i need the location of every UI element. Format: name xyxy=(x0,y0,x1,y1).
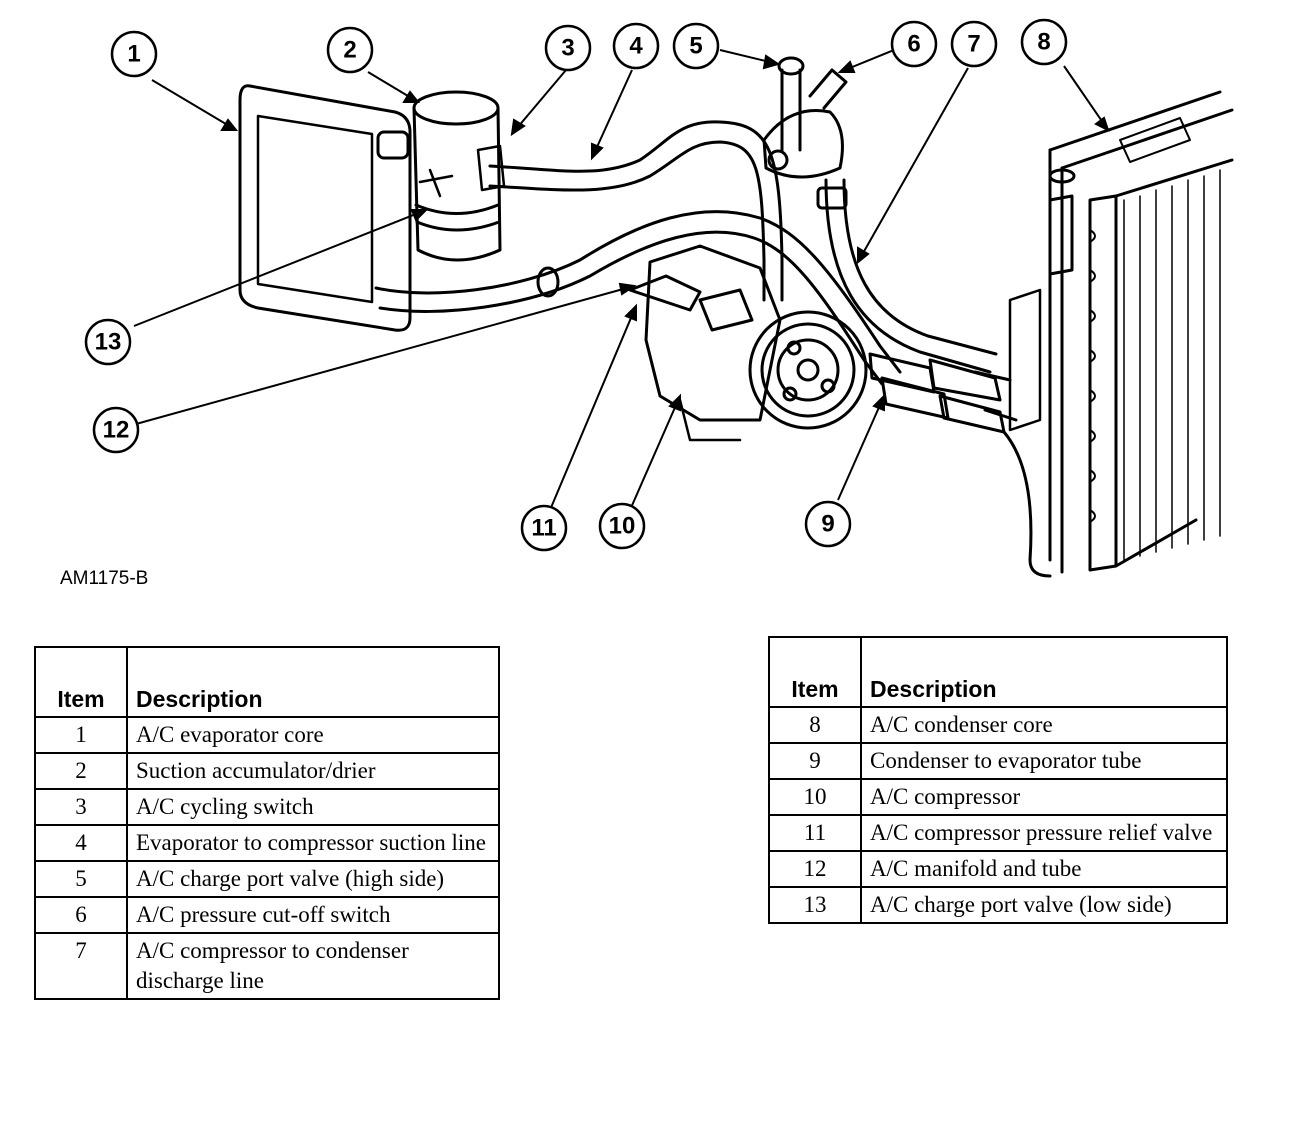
item-description: A/C charge port valve (low side) xyxy=(860,886,1228,924)
item-number: 2 xyxy=(34,752,128,790)
header-item: Item xyxy=(34,646,128,718)
suction-line-shape xyxy=(476,120,784,302)
item-description: A/C compressor pressure relief valve xyxy=(860,814,1228,852)
item-number: 12 xyxy=(768,850,862,888)
condenser-shape xyxy=(1008,90,1234,574)
callout-10: 10 xyxy=(609,513,636,540)
item-number: 9 xyxy=(768,742,862,780)
legend-header-row: Item Description xyxy=(768,636,1228,708)
item-number: 13 xyxy=(768,886,862,924)
figure-code: AM1175-B xyxy=(60,568,149,589)
item-description: A/C cycling switch xyxy=(126,788,500,826)
compressor-shape xyxy=(628,244,868,442)
item-description: A/C condenser core xyxy=(860,706,1228,744)
header-description: Description xyxy=(126,646,500,718)
item-number: 5 xyxy=(34,860,128,898)
callout-5: 5 xyxy=(689,33,702,60)
callout-3: 3 xyxy=(561,35,574,62)
callout-4: 4 xyxy=(629,33,643,60)
item-description: A/C pressure cut-off switch xyxy=(126,896,500,934)
fittings-shape xyxy=(868,352,1052,578)
callout-6: 6 xyxy=(907,31,920,58)
header-item: Item xyxy=(768,636,862,708)
item-number: 8 xyxy=(768,706,862,744)
callout-2: 2 xyxy=(343,37,356,64)
callout-13: 13 xyxy=(95,329,122,356)
leader-lines xyxy=(133,49,1110,511)
item-number: 7 xyxy=(34,932,128,1000)
item-number: 4 xyxy=(34,824,128,862)
evaporator-core-shape xyxy=(238,84,412,332)
discharge-line-shape xyxy=(816,178,998,374)
callout-7: 7 xyxy=(967,31,980,58)
item-description: A/C compressor to condenser discharge li… xyxy=(126,932,500,1000)
charge-port-high-shape xyxy=(762,56,848,179)
item-number: 1 xyxy=(34,716,128,754)
manifold-tube-shape xyxy=(374,210,902,386)
item-description: Condenser to evaporator tube xyxy=(860,742,1228,780)
callout-1: 1 xyxy=(127,41,140,68)
item-description: A/C charge port valve (high side) xyxy=(126,860,500,898)
item-number: 11 xyxy=(768,814,862,852)
callout-9: 9 xyxy=(821,511,834,538)
callout-11: 11 xyxy=(531,515,556,542)
item-description: Suction accumulator/drier xyxy=(126,752,500,790)
callout-12: 12 xyxy=(103,417,130,444)
item-number: 6 xyxy=(34,896,128,934)
header-description: Description xyxy=(860,636,1228,708)
item-number: 10 xyxy=(768,778,862,816)
item-number: 3 xyxy=(34,788,128,826)
callout-8: 8 xyxy=(1037,29,1050,56)
item-description: A/C evaporator core xyxy=(126,716,500,754)
legend-header-row: Item Description xyxy=(34,646,500,718)
item-description: A/C compressor xyxy=(860,778,1228,816)
ac-system-illustration: 1 2 3 4 5 6 7 8 9 10 11 12 13 xyxy=(84,18,1234,578)
item-description: Evaporator to compressor suction line xyxy=(126,824,500,862)
accumulator-shape xyxy=(376,90,502,262)
item-description: A/C manifold and tube xyxy=(860,850,1228,888)
